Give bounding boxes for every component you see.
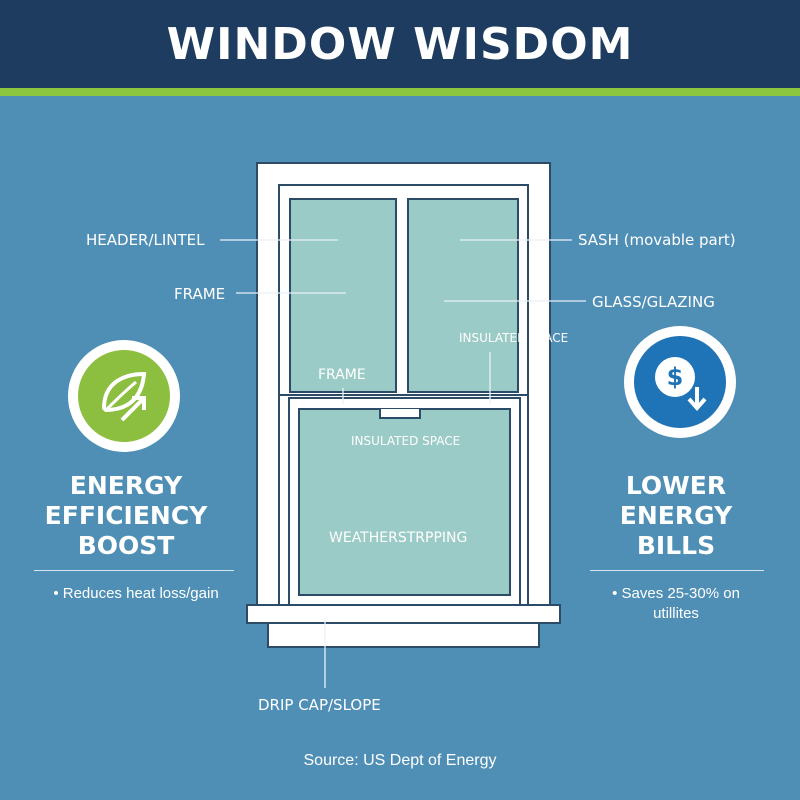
dollar-arrow-down-icon: $ xyxy=(634,336,726,428)
left-divider xyxy=(34,570,234,571)
page-title: WINDOW WISDOM xyxy=(166,18,634,70)
svg-text:$: $ xyxy=(667,363,684,391)
label-header-lintel: HEADER/LINTEL xyxy=(86,231,205,249)
label-glass: GLASS/GLAZING xyxy=(592,293,715,311)
lower-pane xyxy=(298,408,511,596)
label-sash: SASH (movable part) xyxy=(578,231,736,249)
leaf-arrow-up-icon xyxy=(78,350,170,442)
left-bullet: • Reduces heat loss/gain xyxy=(53,585,219,602)
energy-efficiency-title: ENERGY EFFICIENCY BOOST xyxy=(44,471,208,560)
upper-left-pane xyxy=(289,198,397,393)
sash-lock xyxy=(379,409,421,419)
energy-icon-badge xyxy=(68,340,180,452)
label-weatherstripping: WEATHERSTRPPING xyxy=(329,530,468,546)
label-frame: FRAME xyxy=(174,285,226,303)
upper-right-pane xyxy=(407,198,519,393)
window-sill xyxy=(246,604,561,624)
title-banner: WINDOW WISDOM xyxy=(0,0,800,88)
window-apron xyxy=(267,622,540,648)
label-insulated-space-top: INSULATED SPACE xyxy=(459,331,569,345)
label-insulated-space-inner: INSULATED SPACE xyxy=(351,434,461,448)
savings-icon-badge: $ xyxy=(624,326,736,438)
right-bullet: • Saves 25-30% on utillites xyxy=(612,585,740,622)
lower-energy-bills-title: LOWER ENERGY BILLS xyxy=(619,471,733,560)
label-frame-mid: FRAME xyxy=(318,367,366,383)
source-credit: Source: US Dept of Energy xyxy=(303,752,497,769)
label-drip-cap: DRIP CAP/SLOPE xyxy=(258,696,381,714)
right-divider xyxy=(590,570,764,571)
accent-bar xyxy=(0,88,800,96)
